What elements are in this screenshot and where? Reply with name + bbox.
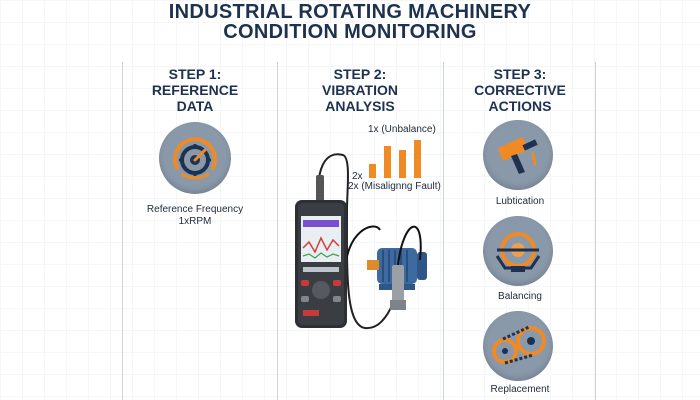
step3-title-line-2: CORRECTIVE [474, 82, 566, 98]
belt-bearing-icon [492, 325, 546, 365]
step2-title-line-2: VIBRATION [322, 82, 398, 98]
column-divider [122, 62, 123, 400]
step1-title-line-2: REFERENCE [151, 82, 239, 98]
step3-title-line-1: STEP 3: [493, 66, 547, 82]
step2-title-line-1: STEP 2: [333, 66, 387, 82]
step2-title: STEP 2: VIBRATION ANALYSIS [305, 66, 415, 114]
action-lubrication-circle [483, 120, 553, 190]
probe-icon [316, 175, 324, 205]
gauge-gear-icon [173, 137, 217, 180]
spectrum-chart [369, 140, 421, 178]
action-lubrication-label: Lubtication [495, 196, 545, 207]
step1-caption-line-1: Reference Frequency [146, 204, 244, 215]
step3-title: STEP 3: CORRECTIVE ACTIONS [465, 66, 575, 114]
column-divider [277, 62, 278, 400]
spectrum-bar [414, 140, 421, 178]
step1-title: STEP 1: REFERENCE DATA [140, 66, 250, 114]
grease-gun-icon [498, 137, 538, 174]
step1-caption: Reference Frequency 1xRPM [140, 204, 250, 228]
electric-motor-icon [344, 225, 427, 290]
action-balancing-label: Balancing [498, 291, 542, 302]
action-replacement-circle [483, 311, 553, 381]
action-balancing-circle [483, 216, 553, 286]
action-replacement-label: Replacement [490, 384, 550, 395]
annotation-1x-unbalance: 1x (Unbalance) [368, 124, 436, 135]
step3-title-line-3: ACTIONS [488, 98, 552, 114]
column-divider [443, 62, 444, 400]
step1-caption-line-2: 1xRPM [178, 216, 212, 227]
step1-title-line-1: STEP 1: [168, 66, 222, 82]
page-title: INDUSTRIAL ROTATING MACHINERY CONDITION … [0, 2, 700, 42]
step1-title-line-3: DATA [176, 98, 214, 114]
title-line-2: CONDITION MONITORING [223, 21, 477, 43]
step2-title-line-3: ANALYSIS [325, 98, 395, 114]
spectrum-bar [399, 150, 406, 178]
analyzer-and-motor-illustration [295, 153, 427, 330]
column-divider [595, 62, 596, 400]
annotation-2x-misalignment: 2x (Misalignng Fault) [348, 181, 441, 192]
accelerometer-sensor-icon [390, 225, 422, 310]
spectrum-bar [384, 146, 391, 178]
step1-icon-circle [159, 122, 231, 194]
balancing-rotor-icon [495, 232, 541, 272]
spectrum-bar [369, 164, 376, 178]
title-line-1: INDUSTRIAL ROTATING MACHINERY [168, 1, 532, 23]
annotation-2x: 2x [352, 171, 363, 182]
vibration-analyzer-device [295, 200, 347, 328]
